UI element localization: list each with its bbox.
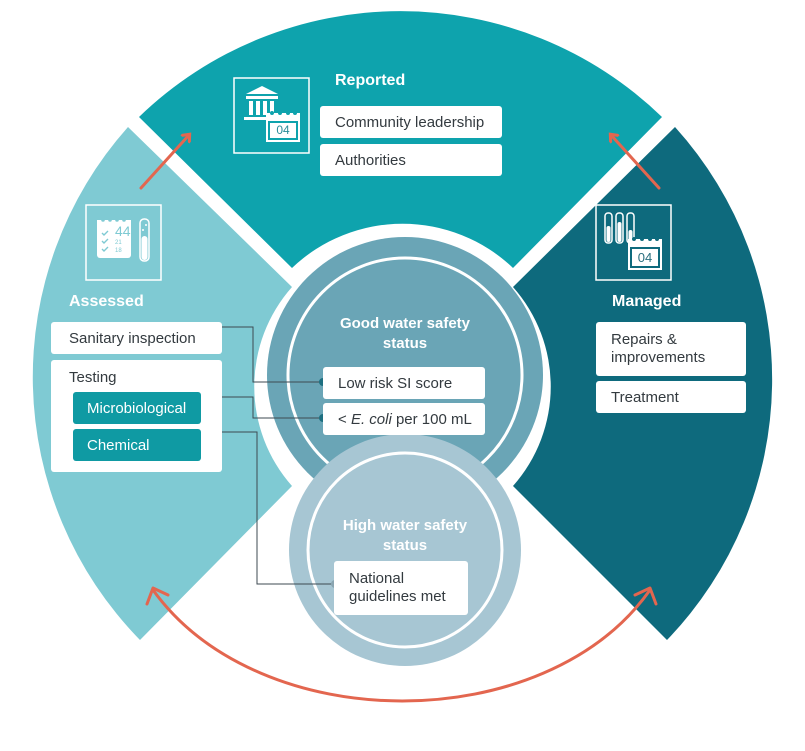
checklist-number-3: 18 — [115, 248, 122, 254]
high-status-circle-ring — [306, 451, 504, 649]
arrow-bottom-left-head — [145, 586, 170, 606]
ecoli-prefix: < — [338, 410, 351, 428]
test-tubes-calendar-icon — [595, 204, 672, 281]
high-item-national-guidelines: National guidelines met — [334, 561, 468, 615]
assessed-sanitary-inspection: Sanitary inspection — [51, 322, 222, 354]
connector-sanitary — [222, 326, 323, 383]
assessed-testing-label: Testing — [69, 369, 117, 386]
checklist-number-2: 21 — [115, 240, 122, 246]
high-status-title: High water safety status — [342, 517, 468, 554]
managed-calendar-number: 04 — [637, 250, 653, 265]
test-microbiological: Microbiological — [73, 392, 201, 424]
arrow-assessed-to-reported — [139, 135, 189, 190]
connector-chemical — [201, 431, 335, 585]
managed-title: Managed — [612, 293, 682, 310]
reported-item-authorities: Authorities — [320, 144, 502, 176]
reported-item-community-leadership: Community leadership — [320, 106, 502, 138]
sector-reported — [139, 11, 662, 268]
connector-lines — [201, 326, 335, 585]
ecoli-suffix: per 100 mL — [391, 410, 472, 428]
checklist-number-1: 44 — [115, 223, 131, 239]
managed-item-treatment: Treatment — [596, 381, 746, 413]
government-building-calendar-icon — [233, 77, 310, 154]
arrow-managed-to-reported — [611, 135, 661, 190]
reported-title: Reported — [335, 72, 406, 89]
test-chemical: Chemical — [73, 429, 201, 461]
checklist-test-tube-icon — [85, 204, 162, 281]
connector-microbiological — [201, 396, 323, 419]
reported-calendar-number: 04 — [276, 123, 290, 137]
managed-item-repairs: Repairs & improvements — [596, 322, 746, 376]
arrow-bottom-double — [151, 588, 652, 703]
good-status-title: Good water safety status — [339, 315, 471, 352]
arrow-bottom-right-head — [633, 586, 658, 606]
ecoli-italic: E. coli — [350, 410, 392, 428]
good-item-ecoli: < E. coli per 100 mL — [323, 403, 485, 435]
good-item-low-risk-si-score: Low risk SI score — [323, 367, 485, 399]
assessed-title: Assessed — [69, 293, 144, 310]
